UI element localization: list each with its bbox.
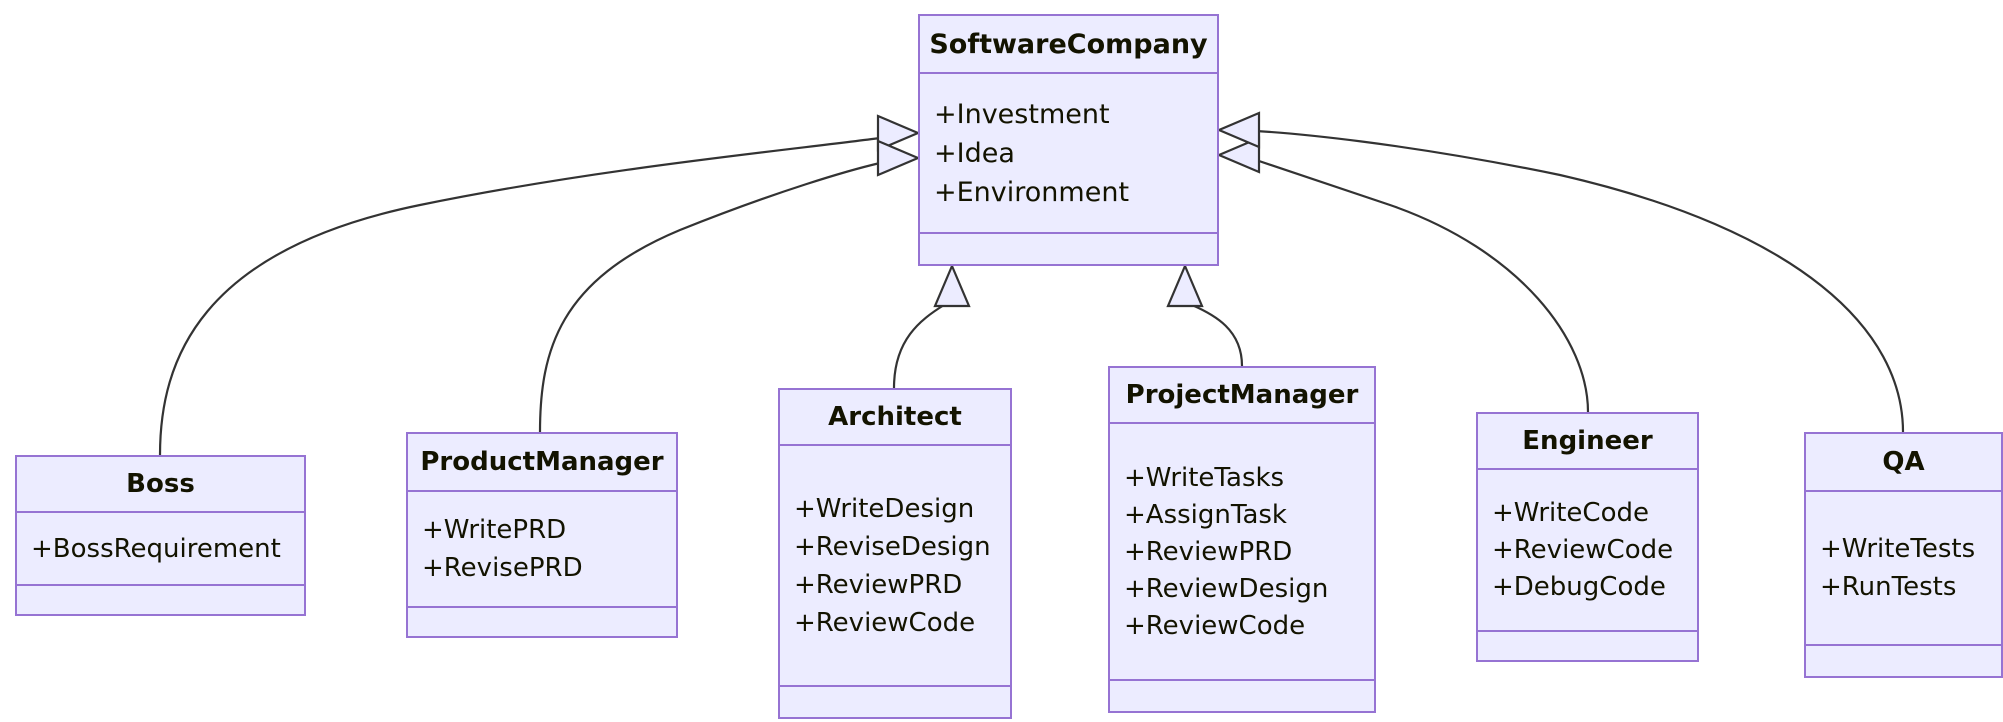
class-attribute: +ReviewDesign: [1124, 573, 1329, 604]
class-attributes-software-company: +Investment +Idea +Environment: [920, 74, 1217, 234]
class-attribute: +RunTests: [1820, 572, 1957, 602]
class-attributes-project-manager: +WriteTasks +AssignTask +ReviewPRD +ReviewD…: [1110, 424, 1374, 681]
generalization-arrowhead-icon: [1216, 111, 1261, 149]
relationship-line: [892, 304, 945, 389]
class-attributes-architect: +WriteDesign +ReviseDesign +ReviewPRD +Revi…: [780, 446, 1010, 687]
generalization-arrowhead-icon: [933, 263, 971, 308]
class-attribute: +WriteDesign: [794, 493, 975, 524]
generalization-arrowhead-icon: [876, 139, 921, 177]
generalization-arrowhead-icon: [876, 114, 921, 152]
class-methods-boss: [17, 586, 304, 614]
class-box-qa[interactable]: QA +WriteTests +RunTests: [1804, 432, 2003, 678]
class-attribute: +Investment: [934, 98, 1110, 130]
class-methods-project-manager: [1110, 681, 1374, 711]
edge-architect-to-softwarecompany: [892, 263, 971, 389]
class-box-product-manager[interactable]: ProductManager +WritePRD +RevisePRD: [406, 432, 678, 638]
class-attribute: +Environment: [934, 176, 1130, 208]
class-attributes-qa: +WriteTests +RunTests: [1806, 492, 2001, 646]
class-attribute: +ReviewPRD: [794, 569, 963, 600]
class-attribute: +ReviewPRD: [1124, 536, 1293, 567]
class-name-engineer: Engineer: [1478, 414, 1697, 470]
class-methods-engineer: [1478, 632, 1697, 660]
class-attribute: +WriteTests: [1820, 534, 1976, 564]
class-name-project-manager: ProjectManager: [1110, 368, 1374, 424]
class-attribute: +WriteTasks: [1124, 462, 1285, 493]
class-name-software-company: SoftwareCompany: [920, 16, 1217, 74]
relationship-line: [1191, 303, 1244, 367]
class-attribute: +Idea: [934, 137, 1015, 169]
class-box-boss[interactable]: Boss +BossRequirement: [15, 455, 306, 616]
class-attribute: +DebugCode: [1492, 572, 1666, 602]
generalization-arrowhead-icon: [1166, 263, 1204, 308]
class-attribute: +ReviewCode: [1124, 610, 1306, 641]
class-attribute: +ReviewCode: [794, 607, 976, 638]
class-attribute: +BossRequirement: [31, 533, 281, 564]
class-attribute: +WritePRD: [422, 515, 567, 545]
edge-projectmanager-to-softwarecompany: [1166, 263, 1244, 367]
relationship-line: [158, 136, 881, 456]
class-attributes-boss: +BossRequirement: [17, 513, 304, 586]
class-box-project-manager[interactable]: ProjectManager +WriteTasks +AssignTask +Rev…: [1108, 366, 1376, 713]
class-attribute: +ReviseDesign: [794, 531, 991, 562]
class-attribute: +RevisePRD: [422, 553, 583, 583]
class-name-qa: QA: [1806, 434, 2001, 492]
class-methods-architect: [780, 687, 1010, 717]
class-attributes-engineer: +WriteCode +ReviewCode +DebugCode: [1478, 470, 1697, 632]
class-attribute: +ReviewCode: [1492, 535, 1674, 565]
class-methods-software-company: [920, 234, 1217, 264]
class-name-product-manager: ProductManager: [408, 434, 676, 492]
class-box-engineer[interactable]: Engineer +WriteCode +ReviewCode +DebugCode: [1476, 412, 1699, 662]
generalization-arrowhead-icon: [1216, 136, 1261, 174]
class-name-architect: Architect: [780, 390, 1010, 446]
class-methods-qa: [1806, 646, 2001, 676]
class-methods-product-manager: [408, 608, 676, 636]
class-attribute: +WriteCode: [1492, 498, 1649, 528]
class-attributes-product-manager: +WritePRD +RevisePRD: [408, 492, 676, 608]
class-box-software-company[interactable]: SoftwareCompany +Investment +Idea +Environm…: [918, 14, 1219, 266]
class-box-architect[interactable]: Architect +WriteDesign +ReviseDesign +Revie…: [778, 388, 1012, 719]
class-name-boss: Boss: [17, 457, 304, 513]
class-attribute: +AssignTask: [1124, 499, 1287, 530]
